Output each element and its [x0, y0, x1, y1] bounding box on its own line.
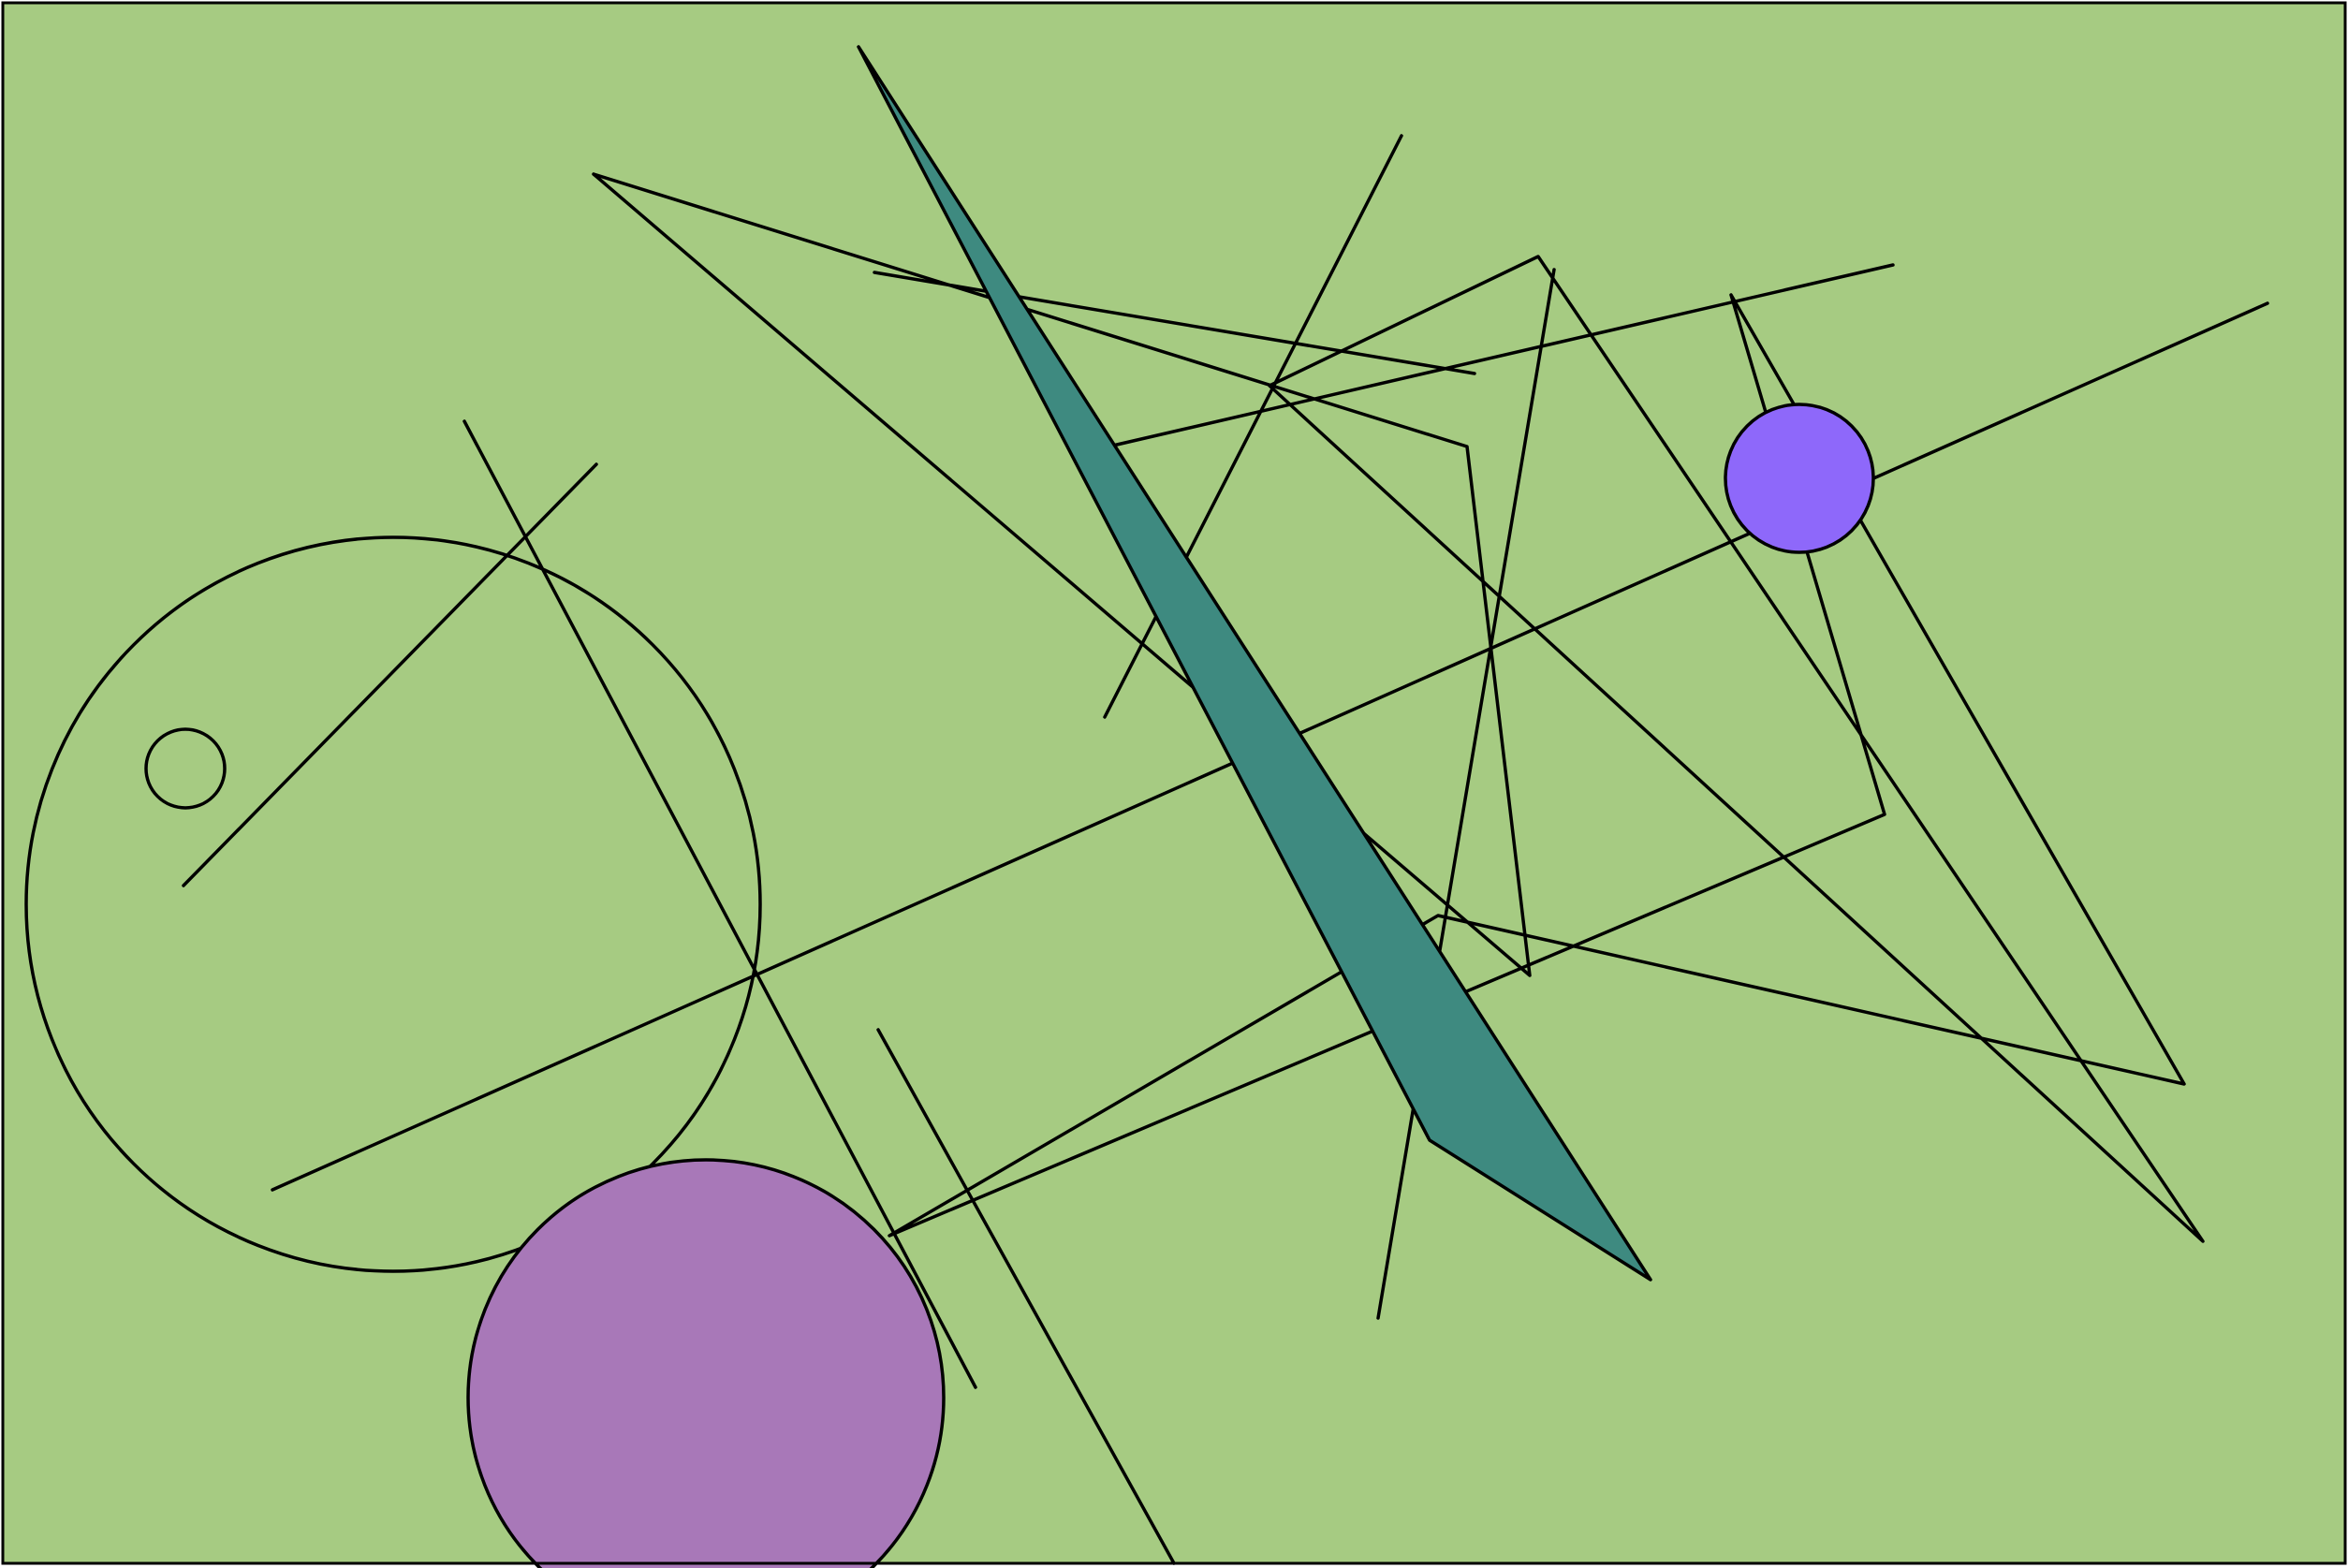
short-top-line	[1103, 134, 1403, 719]
small-outline-circle	[144, 727, 227, 810]
long-descending-line	[462, 419, 977, 1389]
zigzag-polyline-2	[1268, 255, 2205, 1243]
large-outline-circle	[24, 535, 762, 1273]
upper-crossing-line	[873, 271, 1476, 375]
bottom-diagonal-line	[876, 1028, 1176, 1565]
teal-spike-shape	[857, 45, 1652, 1282]
purple-large-circle	[466, 1158, 946, 1568]
steep-line	[1376, 268, 1556, 1320]
zigzag-polyline-3	[888, 293, 2186, 1238]
zigzag-polyline-1	[592, 172, 1532, 977]
violet-small-circle	[1724, 403, 1875, 554]
short-diagonal-line	[182, 462, 598, 887]
mid-upper-line	[1103, 263, 1895, 449]
